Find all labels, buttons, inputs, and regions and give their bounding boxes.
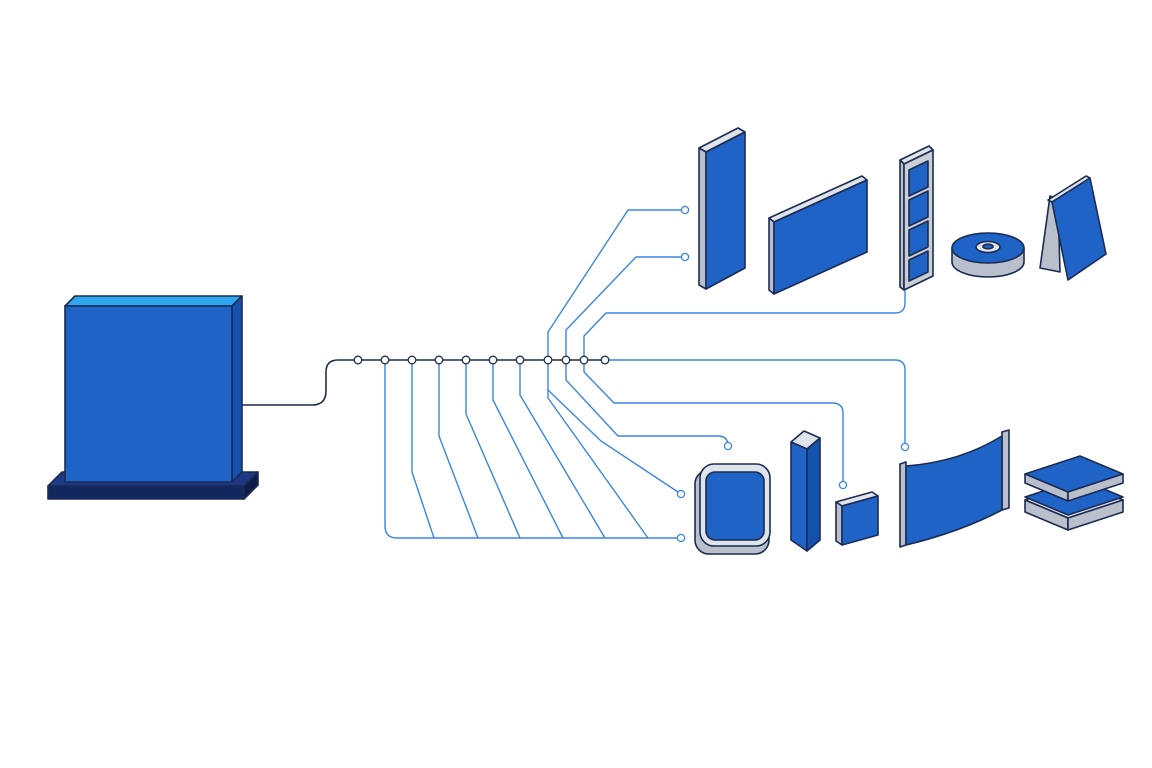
bus-node	[353, 355, 363, 365]
bus-node	[561, 355, 571, 365]
bus-node	[488, 355, 498, 365]
bus-node	[515, 355, 525, 365]
vertical-panel-display-icon	[698, 127, 746, 290]
distribution-wires	[384, 209, 906, 539]
a-frame-sign-icon	[1039, 175, 1107, 281]
controller-cabinet-icon	[47, 295, 259, 500]
bus-node	[579, 355, 589, 365]
bus-node	[543, 355, 553, 365]
stacked-floor-tiles-icon	[1024, 455, 1124, 531]
bus-line	[353, 355, 610, 365]
main-cable	[242, 359, 358, 406]
filmstrip-led-strip-icon	[899, 145, 934, 291]
column-totem-icon	[790, 430, 821, 552]
landscape-monitor-icon	[768, 175, 868, 295]
bus-node	[380, 355, 390, 365]
curved-wall-display-icon	[899, 429, 1010, 548]
rounded-square-screen-icon	[694, 463, 771, 555]
bus-node	[600, 355, 610, 365]
bus-node	[461, 355, 471, 365]
circular-floor-display-icon	[951, 232, 1025, 278]
small-tile-icon	[835, 491, 879, 546]
wire-terminals	[676, 205, 910, 543]
bus-node	[407, 355, 417, 365]
bus-node	[434, 355, 444, 365]
